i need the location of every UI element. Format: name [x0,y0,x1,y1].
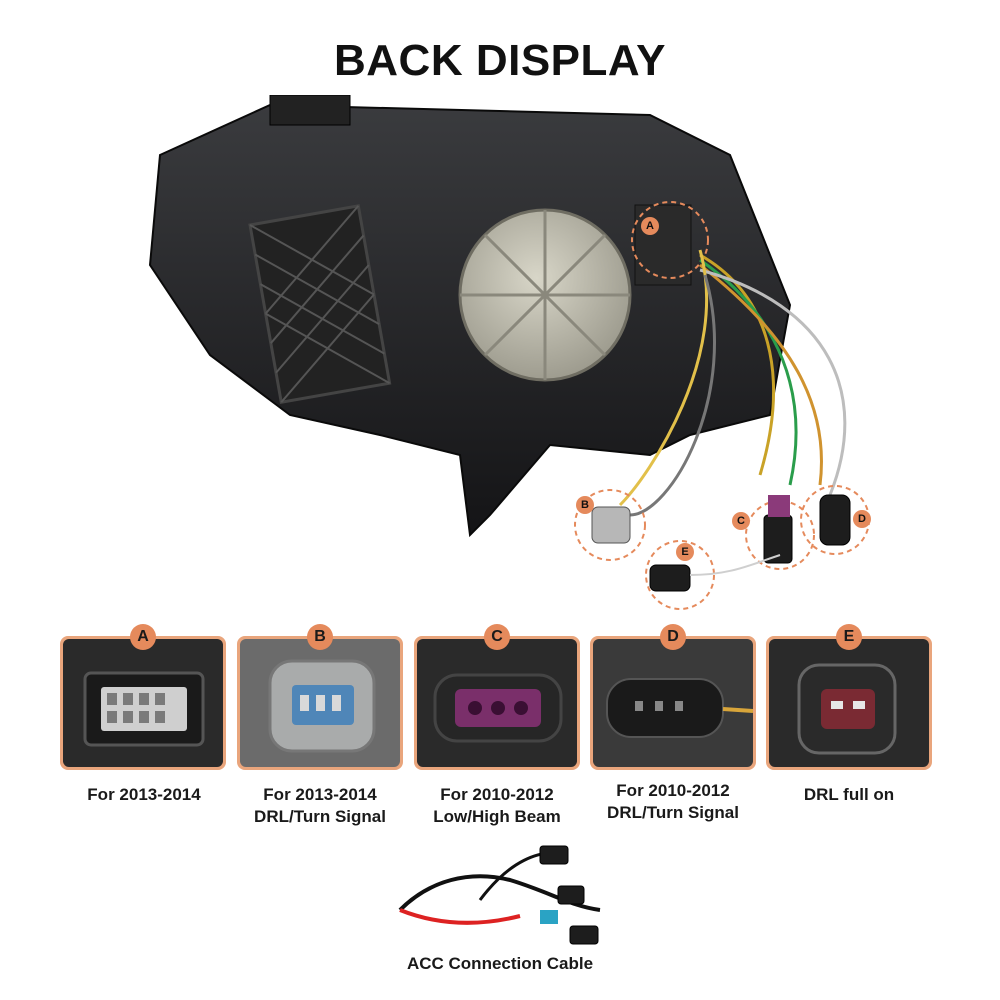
callout-badge-d: D [853,510,871,528]
caption-a: For 2013-2014 [44,784,244,806]
connector-card-b: B [237,624,403,770]
callout-badge-a: A [641,217,659,235]
connector-b-image [268,659,376,753]
caption-c: For 2010-2012 Low/High Beam [397,784,597,828]
caption-e-line1: DRL full on [803,785,895,804]
connector-card-d: D [590,624,756,770]
callout-badge-b: B [576,496,594,514]
caption-d: For 2010-2012 DRL/Turn Signal [573,780,773,824]
callout-badge-c: C [732,512,750,530]
connector-d-image [606,678,753,738]
caption-a-line1: For 2013-2014 [87,785,201,804]
caption-e: DRL full on [749,784,949,806]
connector-card-e: E [766,624,932,770]
connector-card-a: A [60,624,226,770]
connector-letter-c: C [484,624,510,650]
callout-badge-e: E [676,543,694,561]
caption-c-line2: Low/High Beam [433,807,561,826]
connector-letter-a: A [130,624,156,650]
caption-d-line2: DRL/Turn Signal [607,803,739,822]
page-title: BACK DISPLAY [334,36,666,85]
acc-cable-image [398,845,601,945]
connector-card-c: C [414,624,580,770]
connector-c-image [433,673,563,743]
caption-b-line2: DRL/Turn Signal [254,807,386,826]
connector-e-image [797,663,897,755]
acc-cable-caption: ACC Connection Cable [406,954,594,973]
caption-d-line1: For 2010-2012 [616,781,730,800]
connector-letter-e: E [836,624,862,650]
vent-grid [248,204,392,405]
caption-b: For 2013-2014 DRL/Turn Signal [220,784,420,828]
connector-letter-b: B [307,624,333,650]
caption-c-line1: For 2010-2012 [440,785,554,804]
connector-a-image [83,671,205,747]
headlight-back-image [148,95,870,610]
connector-letter-d: D [660,624,686,650]
caption-b-line1: For 2013-2014 [263,785,377,804]
